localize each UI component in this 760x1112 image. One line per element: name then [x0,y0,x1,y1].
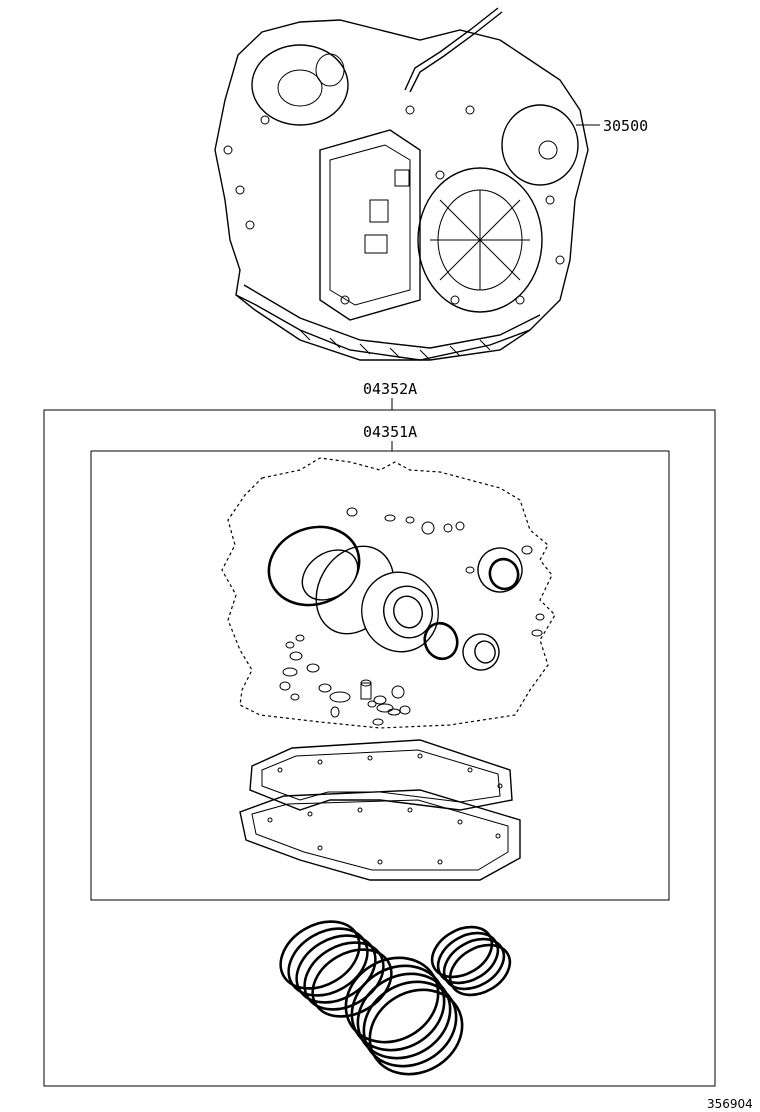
seal-rings [279,920,512,1076]
gasket-sheet [221,457,556,729]
kit-label-04352A: 04352A [363,380,417,398]
inner-kit-frame [90,450,670,901]
oil-pan-gaskets [239,739,521,881]
kit-label-04351A: 04351A [363,423,417,441]
figure-number: 356904 [707,1097,753,1111]
transmission-assembly [214,7,589,361]
part-number-30500: 30500 [603,117,648,135]
outer-kit-frame [43,409,716,1087]
